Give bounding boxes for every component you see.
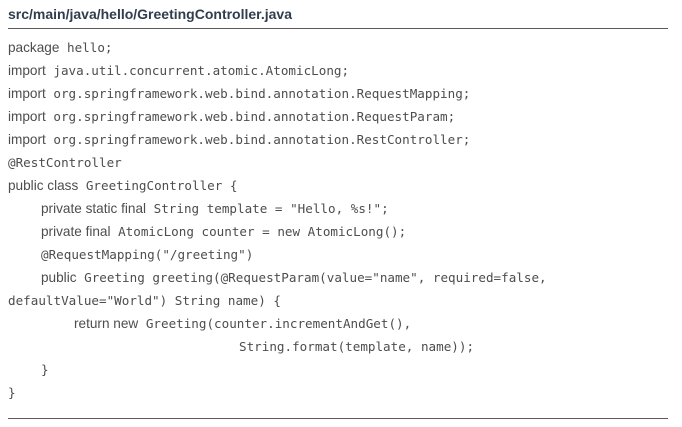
code-line: return new Greeting(counter.incrementAnd… [74,312,411,335]
code-keyword: public class [8,178,79,193]
code-line: import java.util.concurrent.atomic.Atomi… [8,59,349,82]
code-keyword: import [8,63,46,78]
code-line: @RequestMapping("/greeting") [41,243,253,266]
code-keyword: private final [41,224,111,239]
code-line: private static final String template = "… [41,197,389,220]
code-text: @RequestMapping("/greeting") [41,247,254,262]
code-line: } [41,358,49,381]
code-text: String.format(template, name)); [239,339,475,354]
code-line: import org.springframework.web.bind.anno… [8,105,455,128]
code-line: defaultValue="World") String name) { [8,289,281,312]
bottom-divider [8,418,668,419]
code-text: AtomicLong counter = new AtomicLong(); [110,224,407,239]
code-text: Greeting greeting(@RequestParam(value="n… [76,270,547,285]
code-text: @RestController [8,155,122,170]
file-header: src/main/java/hello/GreetingController.j… [8,4,668,29]
code-block: package hello;import java.util.concurren… [8,36,668,402]
code-text: defaultValue="World") String name) { [8,293,281,308]
code-keyword: public [41,270,77,285]
code-text: } [41,362,49,377]
code-text: Greeting(counter.incrementAndGet(), [138,316,412,331]
code-text: GreetingController { [78,178,238,193]
code-line: package hello; [8,36,112,59]
code-line: @RestController [8,151,122,174]
file-path: src/main/java/hello/GreetingController.j… [8,6,292,22]
code-text: String template = "Hello, %s!"; [146,201,389,216]
code-keyword: import [8,109,46,124]
code-line: import org.springframework.web.bind.anno… [8,82,470,105]
code-line: import org.springframework.web.bind.anno… [8,128,470,151]
code-line: public class GreetingController { [8,174,238,197]
code-keyword: return new [74,316,139,331]
code-text: hello; [59,40,113,55]
code-text: } [8,385,16,400]
code-keyword: private static final [41,201,147,216]
code-line: } [8,381,16,404]
code-text: org.springframework.web.bind.annotation.… [45,86,471,101]
code-keyword: package [8,40,60,55]
code-line: public Greeting greeting(@RequestParam(v… [41,266,547,289]
code-line: private final AtomicLong counter = new A… [41,220,406,243]
code-line: String.format(template, name)); [239,335,474,358]
code-text: org.springframework.web.bind.annotation.… [45,109,456,124]
code-text: org.springframework.web.bind.annotation.… [45,132,471,147]
code-text: java.util.concurrent.atomic.AtomicLong; [45,63,350,78]
code-keyword: import [8,132,46,147]
code-keyword: import [8,86,46,101]
